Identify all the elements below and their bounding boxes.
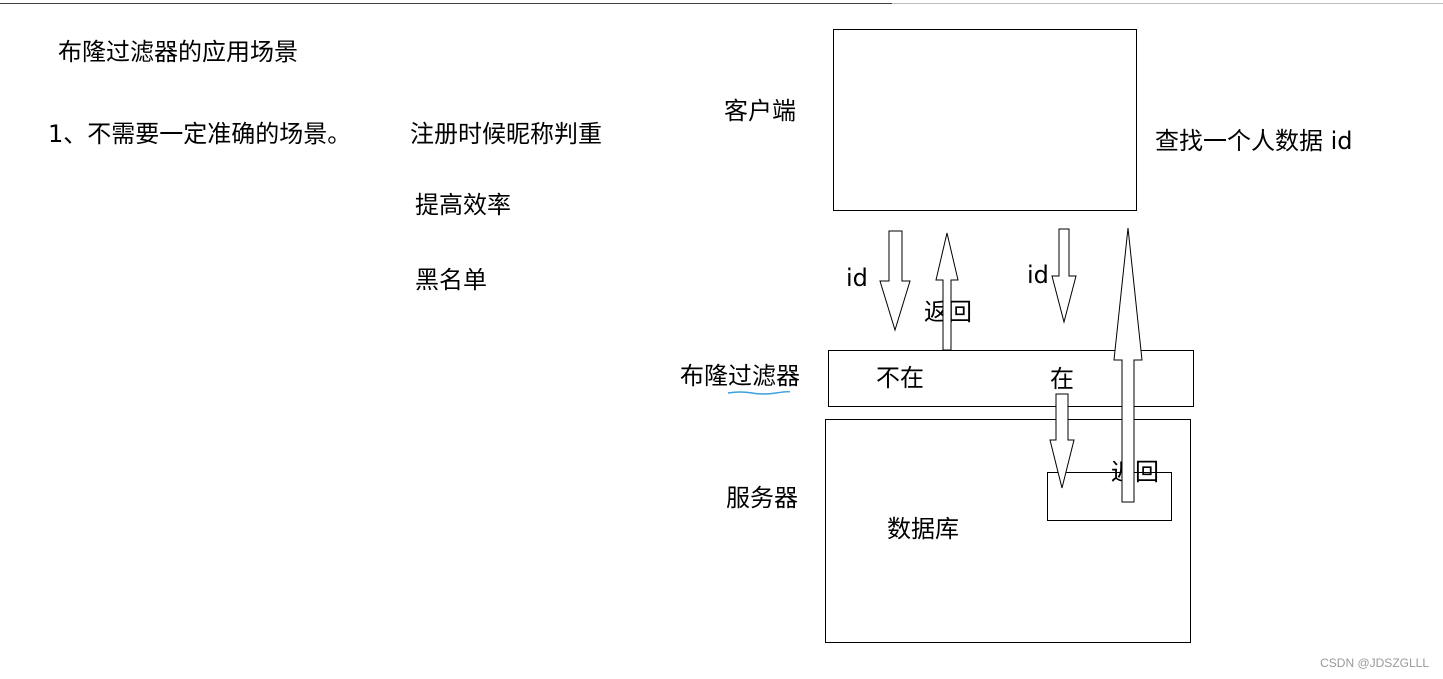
arrow-down-request-left xyxy=(879,230,911,332)
bloom-filter-box xyxy=(828,350,1194,407)
notes-case-efficiency: 提高效率 xyxy=(415,191,511,219)
client-label: 客户端 xyxy=(724,97,796,125)
not-present-label: 不在 xyxy=(876,364,924,392)
bloom-filter-label: 布隆过滤器 xyxy=(680,362,800,390)
server-box xyxy=(825,419,1191,643)
top-divider xyxy=(0,3,892,4)
arrow-down-request-right xyxy=(1051,228,1077,324)
arrow-up-return-db xyxy=(1113,227,1143,503)
request-id-label-left: id xyxy=(846,264,868,292)
database-record-box xyxy=(1047,472,1172,521)
lookup-note: 查找一个人数据 id xyxy=(1155,127,1353,155)
notes-case-blacklist: 黑名单 xyxy=(415,266,487,294)
spellcheck-underline xyxy=(727,390,791,395)
client-box xyxy=(833,29,1137,211)
server-label: 服务器 xyxy=(726,484,798,512)
database-label: 数据库 xyxy=(887,515,959,543)
return-label-db: 返回 xyxy=(1111,458,1159,486)
top-divider-light xyxy=(892,3,1443,4)
request-id-label-right: id xyxy=(1027,261,1049,289)
arrow-up-return-left xyxy=(935,232,959,351)
notes-item-1: 1、不需要一定准确的场景。 xyxy=(48,120,352,148)
watermark: CSDN @JDSZGLLL xyxy=(1320,656,1429,670)
present-label: 在 xyxy=(1050,365,1074,393)
notes-case-nickname: 注册时候昵称判重 xyxy=(410,120,602,148)
notes-title: 布隆过滤器的应用场景 xyxy=(58,38,298,66)
arrow-down-to-database xyxy=(1049,393,1075,489)
